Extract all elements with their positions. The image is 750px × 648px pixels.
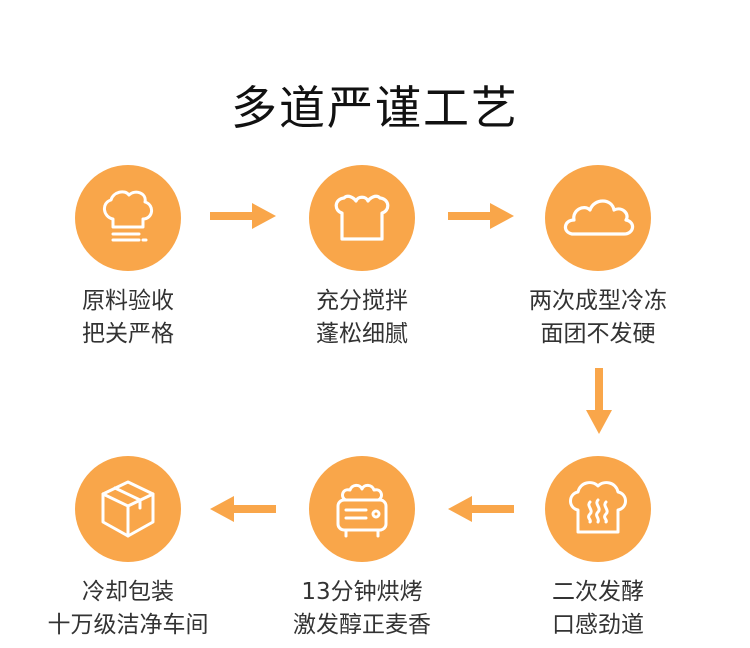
step-6-line2: 十万级洁净车间	[47, 612, 209, 638]
step-6-line1: 冷却包装	[82, 579, 174, 605]
step-4-line1: 二次发酵	[552, 579, 644, 605]
cloud-dough-icon	[563, 199, 635, 236]
arrow-left-icon	[448, 496, 514, 522]
step-3-label: 两次成型冷冻 面团不发硬	[488, 285, 708, 351]
step-2-circle	[309, 165, 415, 271]
arrow-down-icon	[586, 368, 612, 434]
step-4-label: 二次发酵 口感劲道	[488, 576, 708, 642]
bread-loaf-icon	[334, 194, 390, 241]
page-title: 多道严谨工艺	[231, 81, 519, 135]
process-step-1: 原料验收 把关严格	[18, 165, 238, 351]
step-2-line2: 蓬松细腻	[316, 321, 408, 347]
steaming-bread-icon	[569, 481, 627, 534]
package-box-icon	[101, 480, 155, 538]
step-5-circle	[309, 456, 415, 562]
step-1-line1: 原料验收	[82, 288, 174, 314]
arrow-left-icon	[210, 496, 276, 522]
step-1-line2: 把关严格	[82, 321, 174, 347]
step-3-line2: 面团不发硬	[540, 321, 656, 347]
step-1-label: 原料验收 把关严格	[18, 285, 238, 351]
step-2-line1: 充分搅拌	[316, 288, 408, 314]
arrow-right-icon	[210, 203, 276, 229]
process-step-5: 13分钟烘烤 激发醇正麦香	[252, 456, 472, 642]
arrow-right-icon	[448, 203, 514, 229]
process-step-2: 充分搅拌 蓬松细腻	[252, 165, 472, 351]
toaster-icon	[336, 483, 388, 538]
step-5-label: 13分钟烘烤 激发醇正麦香	[252, 576, 472, 642]
step-4-circle	[545, 456, 651, 562]
process-step-4: 二次发酵 口感劲道	[488, 456, 708, 642]
process-step-3: 两次成型冷冻 面团不发硬	[488, 165, 708, 351]
step-1-circle	[75, 165, 181, 271]
step-6-circle	[75, 456, 181, 562]
step-5-line2: 激发醇正麦香	[293, 612, 431, 638]
step-3-line1: 两次成型冷冻	[529, 288, 667, 314]
step-5-line1: 13分钟烘烤	[301, 579, 423, 605]
step-3-circle	[545, 165, 651, 271]
process-step-6: 冷却包装 十万级洁净车间	[18, 456, 238, 642]
step-6-label: 冷却包装 十万级洁净车间	[18, 576, 238, 642]
step-4-line2: 口感劲道	[552, 612, 644, 638]
step-2-label: 充分搅拌 蓬松细腻	[252, 285, 472, 351]
chef-hat-icon	[103, 190, 153, 242]
